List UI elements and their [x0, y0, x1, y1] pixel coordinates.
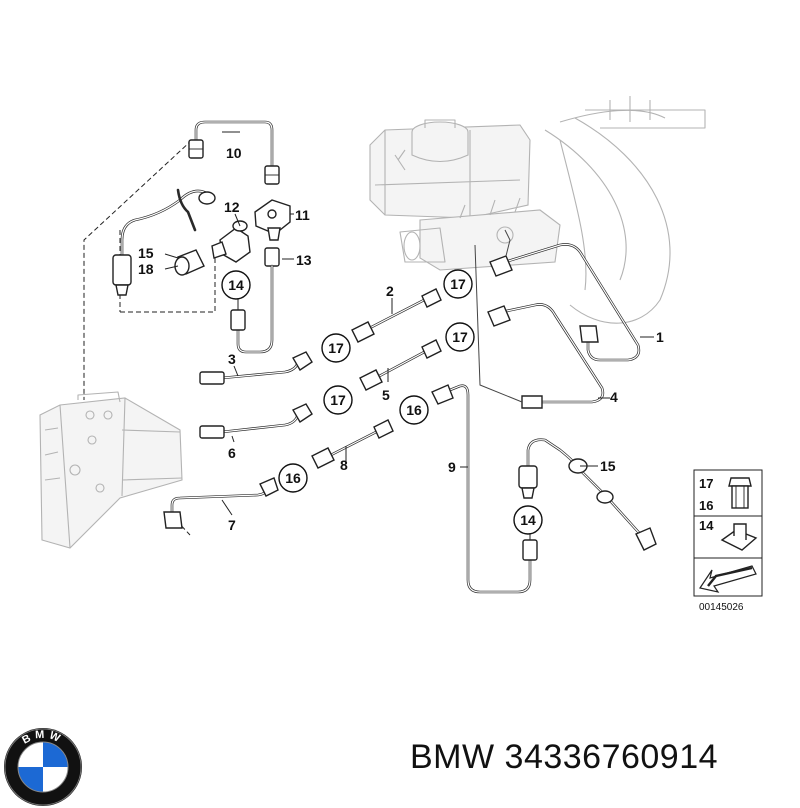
svg-text:17: 17 — [330, 392, 346, 408]
circled-14-upper: 14 — [221, 270, 251, 300]
master-cylinder-illustration — [369, 96, 706, 324]
callout-1: 1 — [656, 329, 664, 345]
circled-16-a: 16 — [399, 395, 429, 425]
callout-13: 13 — [296, 252, 312, 268]
pipe-13 — [230, 247, 280, 354]
svg-text:17: 17 — [328, 340, 344, 356]
pipe-9 — [431, 384, 538, 594]
figure-number: 00145026 — [699, 602, 744, 613]
circled-17-c: 17 — [445, 322, 475, 352]
callout-8: 8 — [340, 457, 348, 473]
nut-fitting-icon — [728, 477, 752, 509]
pipe-1 — [489, 229, 641, 362]
abs-hydraulic-unit-illustration — [39, 391, 183, 549]
callout-10: 10 — [226, 145, 242, 161]
callout-4: 4 — [610, 389, 618, 405]
tee-connector-11 — [254, 199, 291, 241]
callout-5: 5 — [382, 387, 390, 403]
pipe-10 — [188, 120, 280, 185]
callout-12: 12 — [224, 199, 240, 215]
legend-item-17: 17 — [699, 476, 713, 491]
circled-17-a: 17 — [443, 269, 473, 299]
callout-9: 9 — [448, 459, 456, 475]
circled-callouts: 14 17 17 17 17 16 16 14 — [221, 269, 543, 535]
hose-15-left — [112, 188, 216, 296]
circled-17-b: 17 — [321, 333, 351, 363]
legend-item-16: 16 — [699, 498, 713, 513]
part-callouts: 10 11 12 13 15 18 2 3 5 6 8 7 9 1 4 15 — [138, 145, 664, 533]
pipe-6 — [199, 403, 313, 439]
circled-14-lower: 14 — [513, 505, 543, 535]
callout-2: 2 — [386, 283, 394, 299]
circled-17-d: 17 — [323, 385, 353, 415]
pipe-5 — [359, 339, 442, 391]
pipe-2 — [351, 288, 442, 343]
bracket-clip-icon — [720, 523, 758, 551]
legend-item-14: 14 — [699, 518, 714, 533]
parts-legend: 17 16 14 00145026 — [693, 469, 763, 613]
callout-11: 11 — [295, 207, 310, 223]
part-number-caption: BMW 34336760914 — [410, 738, 719, 776]
bolt-18 — [174, 249, 205, 276]
callout-7: 7 — [228, 517, 236, 533]
svg-text:17: 17 — [452, 329, 468, 345]
callout-18: 18 — [138, 261, 154, 277]
svg-text:17: 17 — [450, 276, 466, 292]
hose-15-right — [518, 438, 657, 551]
svg-text:16: 16 — [285, 470, 301, 486]
callout-15-right: 15 — [600, 458, 616, 474]
svg-text:16: 16 — [406, 402, 422, 418]
pressure-switch-12 — [211, 220, 251, 263]
callout-6: 6 — [228, 445, 236, 461]
callout-3: 3 — [228, 351, 236, 367]
svg-text:14: 14 — [520, 512, 536, 528]
pipe-8 — [311, 419, 394, 469]
pipe-3 — [199, 351, 313, 385]
pipe-4 — [474, 244, 605, 409]
leader-lines — [164, 131, 654, 540]
circled-16-b: 16 — [278, 463, 308, 493]
bmw-roundel-logo: BMW — [4, 728, 82, 806]
callout-15-left: 15 — [138, 245, 154, 261]
svg-text:14: 14 — [228, 277, 244, 293]
direction-arrow-icon — [699, 565, 757, 593]
pipe-7 — [163, 477, 279, 529]
